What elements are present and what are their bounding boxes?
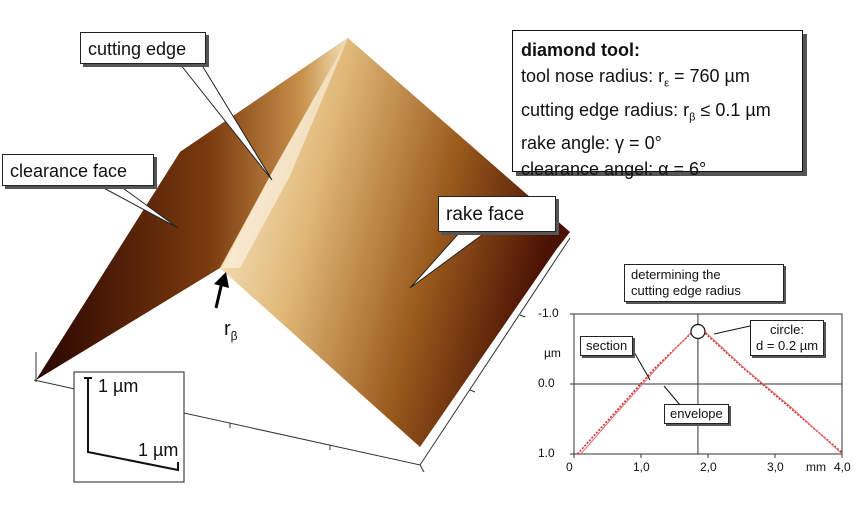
x-tick-label: 0	[566, 460, 573, 474]
clearance-face-surface	[36, 38, 348, 380]
info-clearance-angle: clearance angel: α = 6°	[521, 159, 707, 180]
scale-vertical-label: 1 µm	[98, 376, 139, 396]
info-nose-radius: tool nose radius: rε = 760 µm	[521, 66, 750, 90]
callout-pointers	[99, 61, 488, 289]
x-tick-label: 2,0	[700, 460, 717, 474]
y-unit-label: µm	[544, 346, 561, 360]
rake-face-surface	[220, 38, 570, 447]
info-edge-radius: cutting edge radius: rβ ≤ 0.1 µm	[521, 99, 771, 124]
cutting-edge-highlight	[222, 38, 348, 268]
y-tick-label: 1.0	[538, 446, 555, 460]
x-tick-label: 4,0	[834, 460, 851, 474]
circle-label-box: circle: d = 0.2 µm	[750, 320, 825, 356]
envelope-label-box: envelope	[664, 404, 729, 424]
scale-box	[73, 371, 185, 483]
rake-face-callout: rake face	[438, 196, 556, 232]
y-tick-label: 0.0	[538, 376, 555, 390]
fit-circle	[690, 323, 706, 340]
scale-horizontal-label: 1 µm	[138, 440, 179, 460]
info-rake-angle: rake angle: γ = 0°	[521, 133, 662, 154]
y-tick-label: -1.0	[538, 306, 559, 320]
diamond-tool-info-box: diamond tool: tool nose radius: rε = 760…	[512, 30, 803, 179]
scale-bars	[84, 377, 179, 472]
x-tick-label: 3,0	[767, 460, 784, 474]
x-unit-label: mm	[806, 460, 826, 474]
x-tick-label: 1,0	[633, 460, 650, 474]
r-beta-label: rβ	[224, 318, 238, 343]
chart-ticks	[570, 313, 843, 458]
clearance-face-callout: clearance face	[2, 154, 154, 186]
chart-title-box: determining the cutting edge radius	[624, 264, 784, 302]
cutting-edge-callout: cutting edge	[80, 32, 206, 64]
r-beta-arrow	[214, 272, 229, 309]
info-title: diamond tool:	[521, 40, 640, 60]
section-label-box: section	[580, 336, 634, 356]
